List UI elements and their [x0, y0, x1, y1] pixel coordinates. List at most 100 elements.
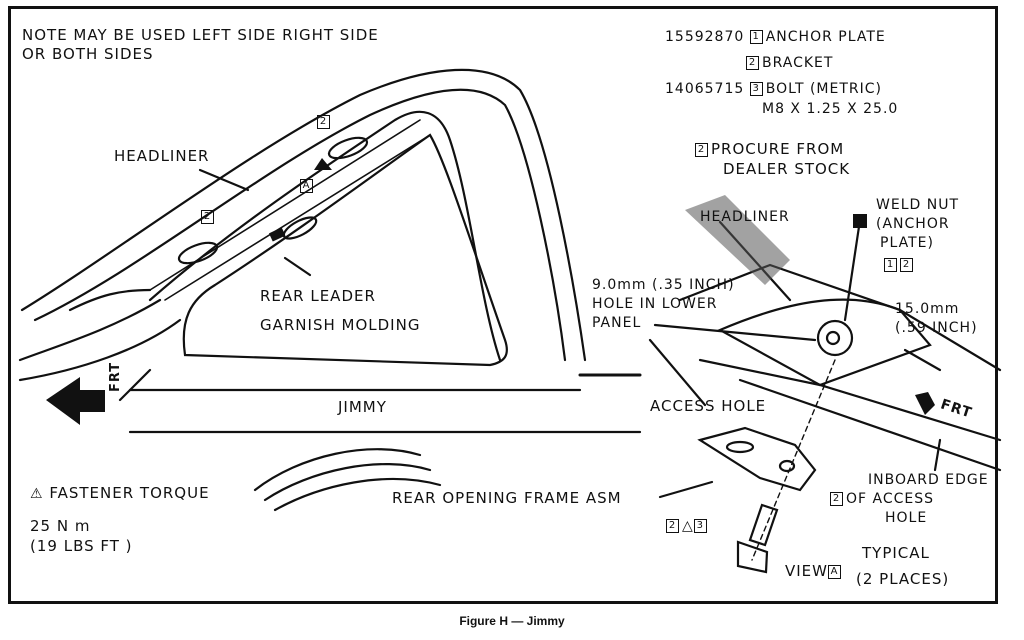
anchor-hole-inner	[825, 330, 841, 346]
part-name: BOLT (METRIC)	[765, 81, 883, 97]
body-line-2	[18, 318, 182, 382]
hole-lower-leader	[653, 323, 817, 342]
procure-text: PROCURE FROM	[711, 140, 845, 158]
rear-opening-label: REAR OPENING FRAME ASM	[392, 489, 622, 507]
inboard-label-3: HOLE	[885, 510, 928, 526]
ref-box: A	[300, 178, 313, 193]
part-name: ANCHOR PLATE	[765, 29, 886, 45]
headliner-label: HEADLINER	[114, 147, 210, 165]
ref-box: 3	[749, 82, 763, 96]
callout-triangle	[314, 158, 332, 170]
note-line-1: NOTE MAY BE USED LEFT SIDE RIGHT SIDE	[22, 26, 379, 44]
wheel-arc-1	[253, 448, 422, 492]
torque-triangle-icon: △	[682, 518, 694, 534]
dim-15-line	[903, 348, 942, 372]
headliner-leader	[198, 168, 250, 192]
bolt-callouts: 2△3	[666, 516, 710, 536]
part-name: BRACKET	[762, 55, 834, 71]
inboard-leader	[933, 438, 942, 472]
torque-title-text: FASTENER TORQUE	[49, 484, 210, 502]
roof-outer-line	[20, 68, 587, 362]
bracket-slot	[725, 440, 755, 454]
body-line-4	[68, 288, 152, 312]
anchor-hole	[816, 319, 854, 357]
bracket-bolt-hole	[778, 459, 796, 473]
body-line-3	[118, 368, 152, 402]
jimmy-label: JIMMY	[338, 398, 387, 416]
bracket-detail	[697, 426, 817, 492]
access-hole-leader	[648, 338, 707, 407]
callout-a: A	[300, 176, 316, 195]
bracket-left	[177, 241, 219, 265]
detail-panel-top	[678, 263, 1002, 372]
ref-box: 2	[666, 518, 679, 533]
hole-lower-label-2: HOLE IN LOWER	[592, 296, 718, 312]
ref-box: 2	[830, 492, 843, 506]
torque-value-1: 25 N m	[30, 517, 91, 535]
dim-15-label-1: 15.0mm	[895, 301, 960, 317]
rail-line	[149, 119, 421, 291]
frt-arrow-left	[46, 377, 105, 425]
ref-box: 2	[900, 258, 913, 272]
inboard-label-1: INBOARD EDGE	[868, 472, 989, 488]
bracket-upper	[327, 136, 369, 160]
rear-leader-label-1: REAR LEADER	[260, 287, 376, 305]
ref-box: 1	[749, 30, 763, 44]
ref-box: 3	[693, 518, 707, 533]
headliner-detail-label: HEADLINER	[700, 209, 790, 225]
ref-box: 2	[746, 56, 759, 70]
bolt-spec: M8 X 1.25 X 25.0	[762, 101, 899, 117]
body-line-1	[18, 298, 162, 362]
frt-arrow-right	[915, 392, 935, 415]
figure-caption: Figure H — Jimmy	[459, 614, 565, 628]
hole-lower-label-1: 9.0mm (.35 INCH)	[592, 277, 735, 293]
rail-line-2	[164, 134, 431, 301]
wheel-arc-2	[263, 463, 432, 502]
ref-box: 2	[201, 209, 214, 224]
callout-bracket-left: 2	[201, 207, 217, 226]
dim-15-label-2: (.59 INCH)	[895, 320, 978, 336]
frt-label-left: FRT	[108, 361, 123, 392]
weld-nut-marker	[853, 214, 867, 228]
typical-label-2: (2 PLACES)	[856, 570, 950, 588]
hole-lower-label-3: PANEL	[592, 315, 642, 331]
procure-line-2: DEALER STOCK	[723, 160, 851, 178]
detail-panel-lower	[698, 358, 1002, 442]
note-line-2: OR BOTH SIDES	[22, 45, 154, 63]
weld-nut-leader	[843, 218, 862, 322]
ref-box: A	[828, 564, 841, 579]
wheel-arc-3	[273, 477, 442, 512]
torque-triangle-icon: ⚠	[30, 486, 44, 502]
ref-box: 1	[884, 258, 897, 272]
rear-leader-leader	[283, 256, 312, 277]
part-number: 15592870	[665, 29, 745, 45]
bolt-head	[736, 540, 769, 574]
weld-nut-label-1: WELD NUT	[876, 197, 959, 213]
roof-inner-line	[33, 88, 567, 362]
ref-box: 2	[695, 142, 708, 157]
molding-fastener	[268, 227, 286, 242]
detail-panel-bottom	[738, 378, 1002, 472]
detail-panel-edge	[717, 298, 932, 387]
molding-slot	[282, 216, 318, 240]
bolt-shank	[748, 503, 779, 547]
torque-value-2: (19 LBS FT )	[30, 537, 133, 555]
view-text: VIEW	[785, 562, 828, 580]
callout-bracket-upper: 2	[317, 112, 333, 131]
rear-leader-label-2: GARNISH MOLDING	[260, 316, 421, 334]
weld-nut-label-2: (ANCHOR	[876, 216, 950, 232]
ref-box: 2	[317, 114, 330, 129]
rear-opening-leader	[658, 480, 714, 499]
diagram-frame	[8, 6, 998, 604]
torque-title: ⚠ FASTENER TORQUE	[30, 484, 210, 504]
inboard-text: OF ACCESS	[846, 491, 935, 507]
part-number: 14065715	[665, 81, 745, 97]
weld-nut-label-3: PLATE)	[880, 235, 934, 251]
